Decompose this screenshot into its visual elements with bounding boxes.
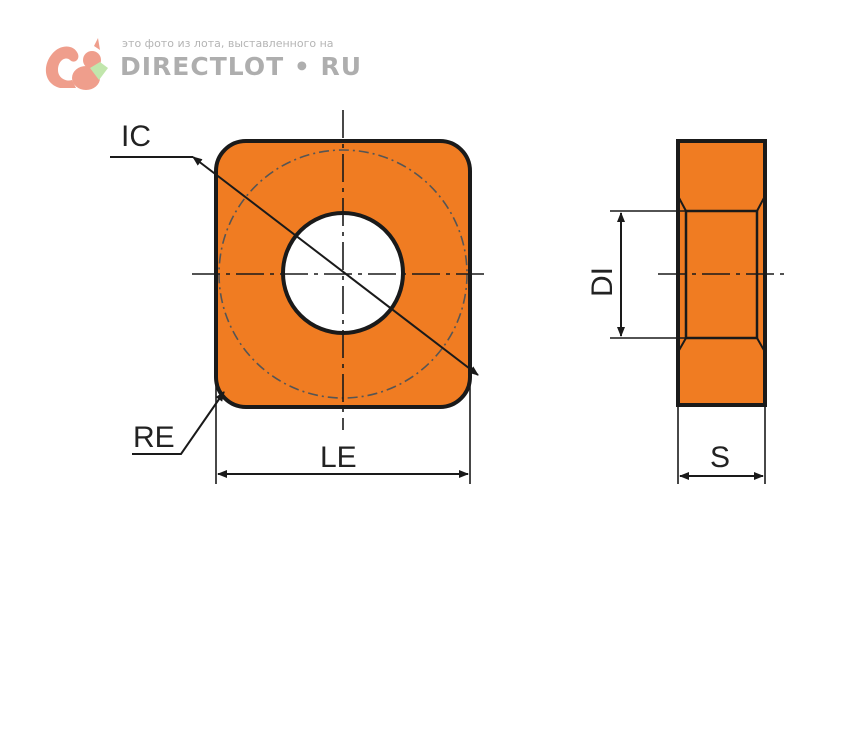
side-chamfer-top-left	[677, 195, 687, 212]
label-di: DI	[586, 267, 619, 297]
side-chamfer-bottom-left	[677, 337, 687, 353]
watermark-brand: DIRECTLOT • RU	[120, 52, 363, 81]
label-s: S	[710, 441, 730, 474]
center-hole	[281, 211, 405, 335]
side-chamfer-top-right	[756, 195, 766, 212]
label-re: RE	[133, 421, 175, 454]
label-ic: IC	[121, 120, 151, 153]
re-leader	[132, 391, 225, 455]
side-chamfer-bottom-right	[756, 337, 766, 353]
squirrel-logo-icon	[45, 38, 108, 90]
ic-dimension-line	[192, 156, 479, 376]
watermark-caption: это фото из лота, выставленного на	[122, 37, 334, 50]
label-le: LE	[320, 441, 357, 474]
side-view: DI S	[586, 139, 786, 484]
top-view: IC RE LE	[110, 110, 490, 484]
watermark: это фото из лота, выставленного на DIREC…	[42, 36, 361, 96]
